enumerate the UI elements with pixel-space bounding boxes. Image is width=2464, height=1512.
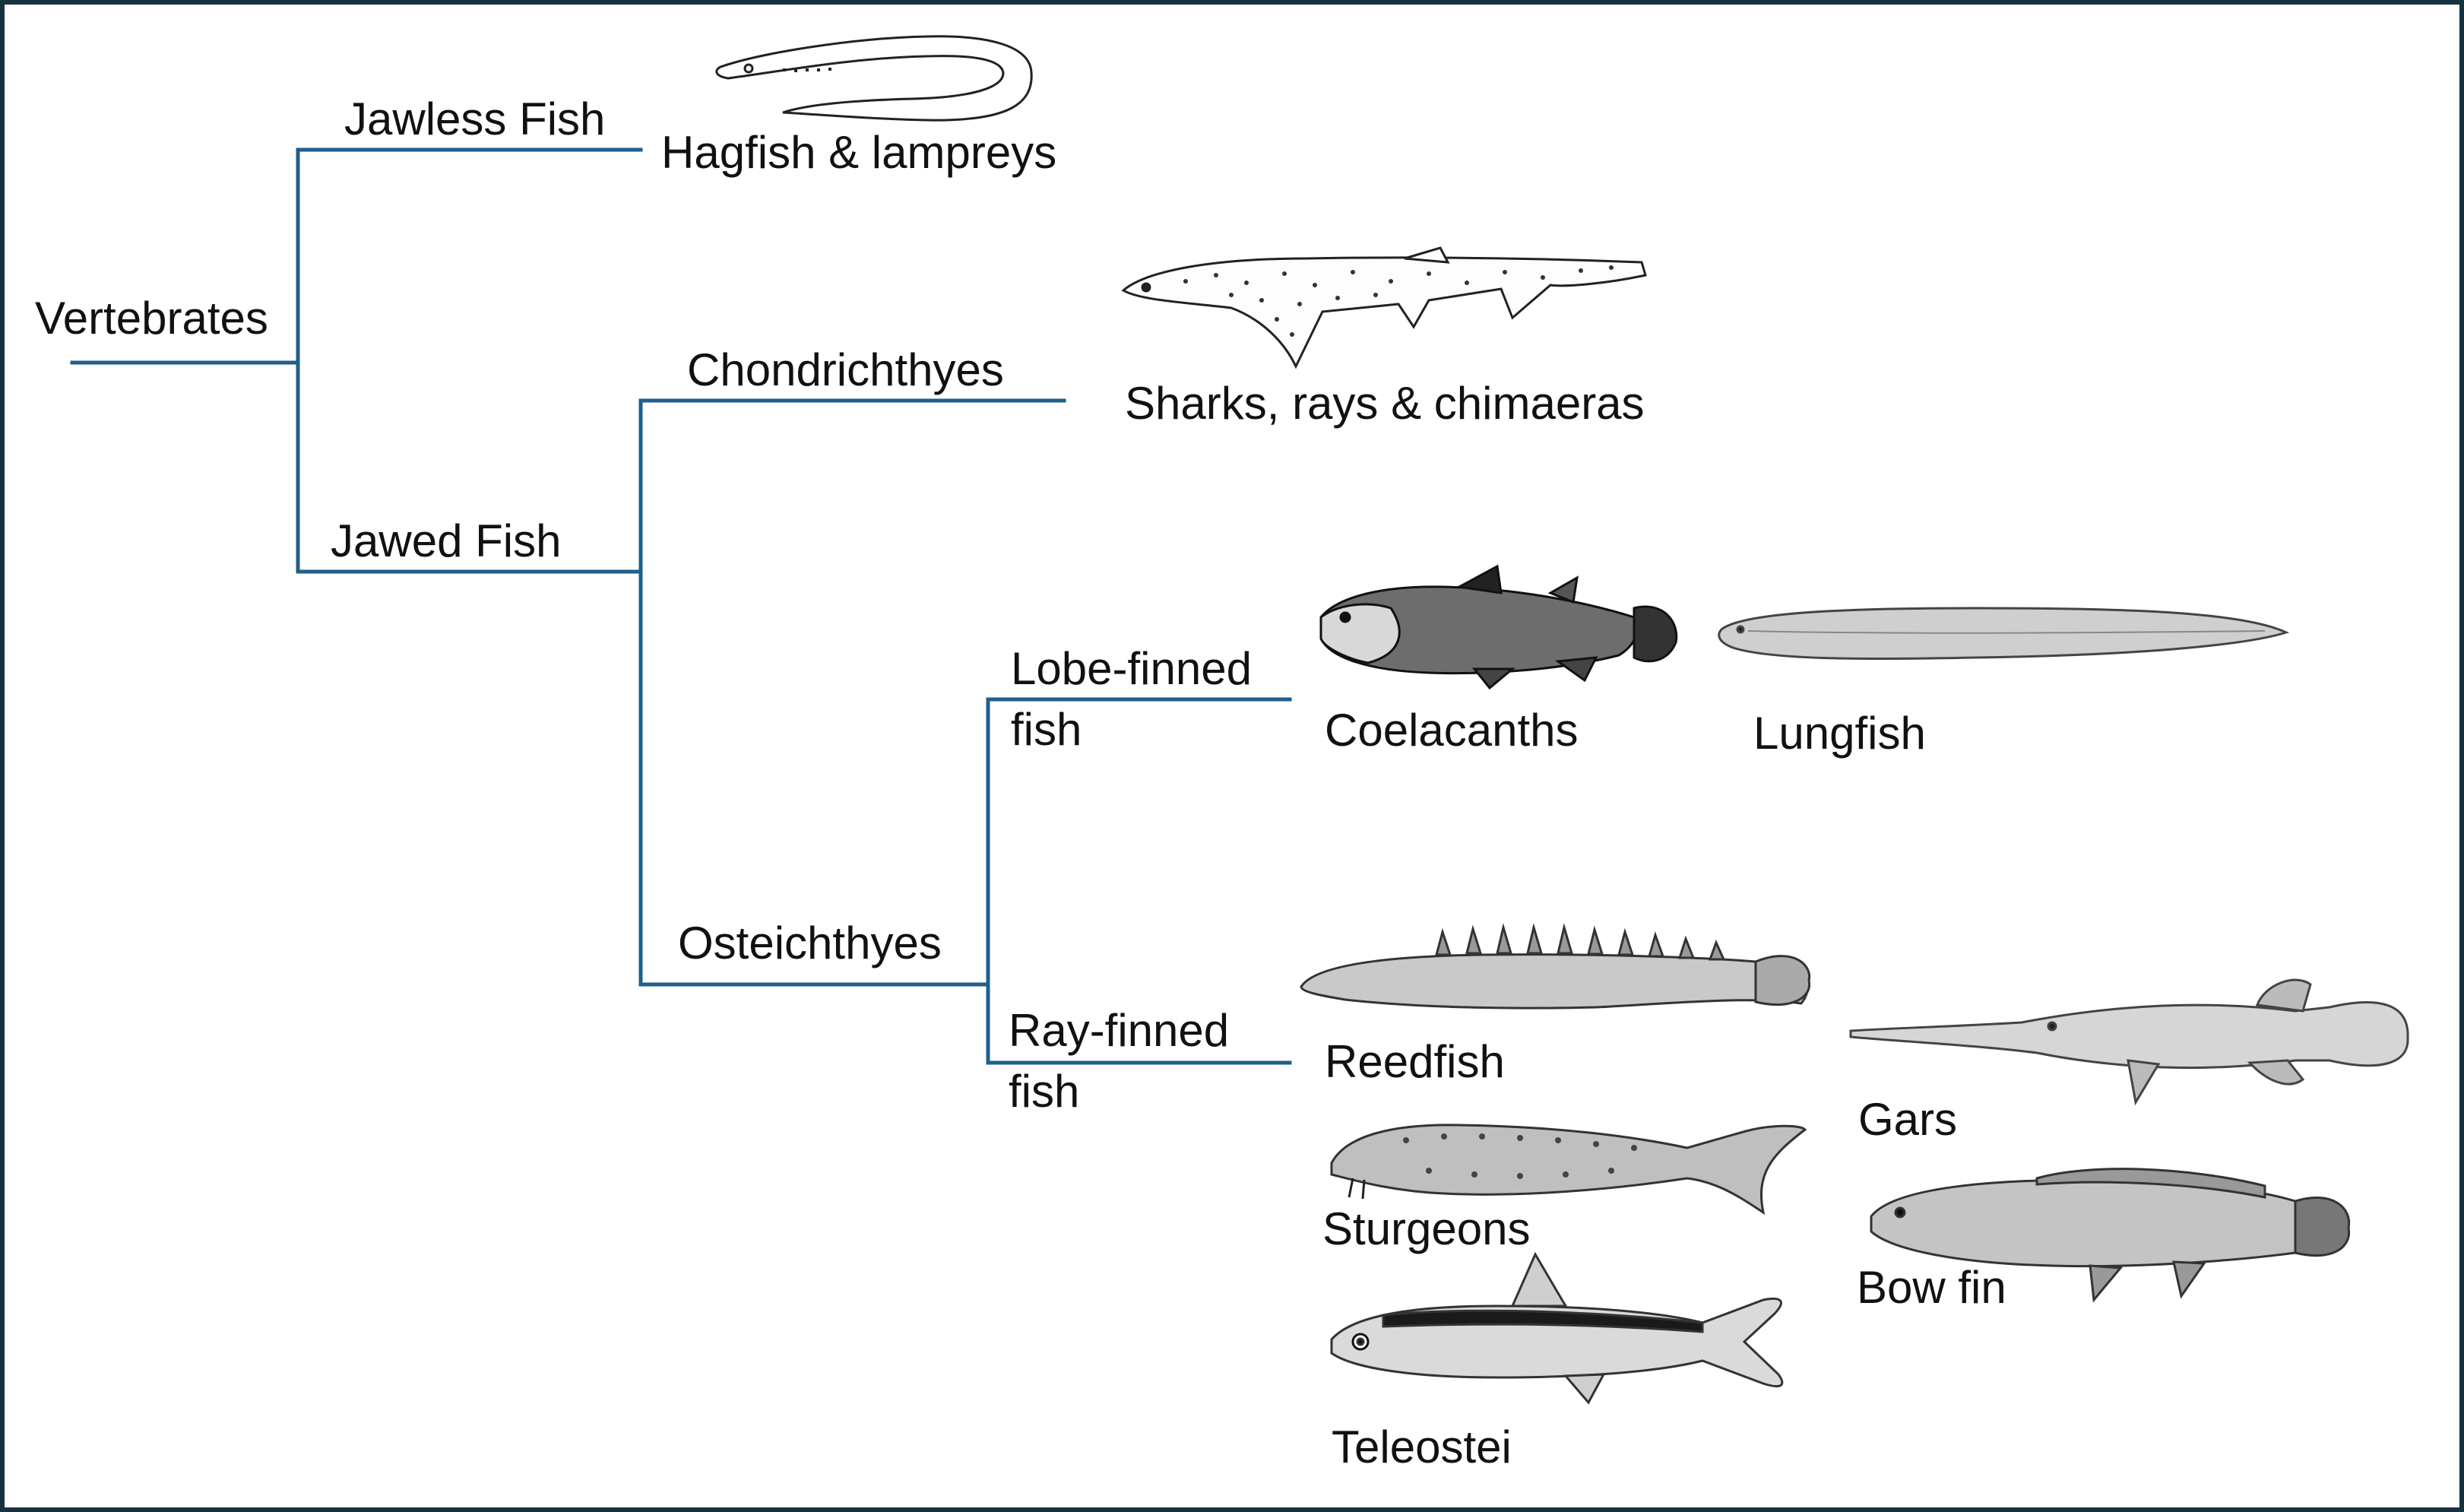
taxon-sturgeons-label: Sturgeons bbox=[1322, 1203, 1531, 1254]
taxon-gars-label: Gars bbox=[1858, 1094, 1958, 1145]
node-lobe-finned-label: Lobe-finned fish bbox=[1011, 643, 1252, 755]
reedfish-illustration bbox=[1300, 923, 1811, 1010]
node-ray-finned-label: Ray-finned fish bbox=[1009, 1005, 1230, 1117]
coelacanth-illustration bbox=[1319, 564, 1678, 690]
taxon-hagfish-label: Hagfish & lampreys bbox=[661, 127, 1057, 178]
taxon-teleostei-label: Teleostei bbox=[1332, 1422, 1512, 1472]
taxon-sharks-label: Sharks, rays & chimaeras bbox=[1125, 378, 1645, 429]
teleost-illustration bbox=[1330, 1251, 1784, 1405]
lamprey-illustration bbox=[715, 35, 1033, 122]
node-osteichthyes-label: Osteichthyes bbox=[678, 918, 942, 968]
node-jawless-label: Jawless Fish bbox=[344, 94, 606, 144]
gar-illustration bbox=[1849, 978, 2409, 1106]
lungfish-illustration bbox=[1718, 607, 2290, 661]
shark-illustration bbox=[1121, 246, 1647, 369]
taxon-bowfin-label: Bow fin bbox=[1857, 1262, 2006, 1313]
taxon-lungfish-label: Lungfish bbox=[1753, 708, 1926, 759]
node-chondrichthyes-label: Chondrichthyes bbox=[687, 344, 1004, 395]
taxon-reedfish-label: Reedfish bbox=[1325, 1036, 1505, 1087]
node-jawed-label: Jawed Fish bbox=[331, 515, 562, 566]
node-vertebrates-label: Vertebrates bbox=[35, 293, 268, 344]
taxon-coelacanths-label: Coelacanths bbox=[1325, 705, 1579, 756]
sturgeon-illustration bbox=[1330, 1124, 1807, 1216]
bowfin-illustration bbox=[1870, 1168, 2351, 1303]
